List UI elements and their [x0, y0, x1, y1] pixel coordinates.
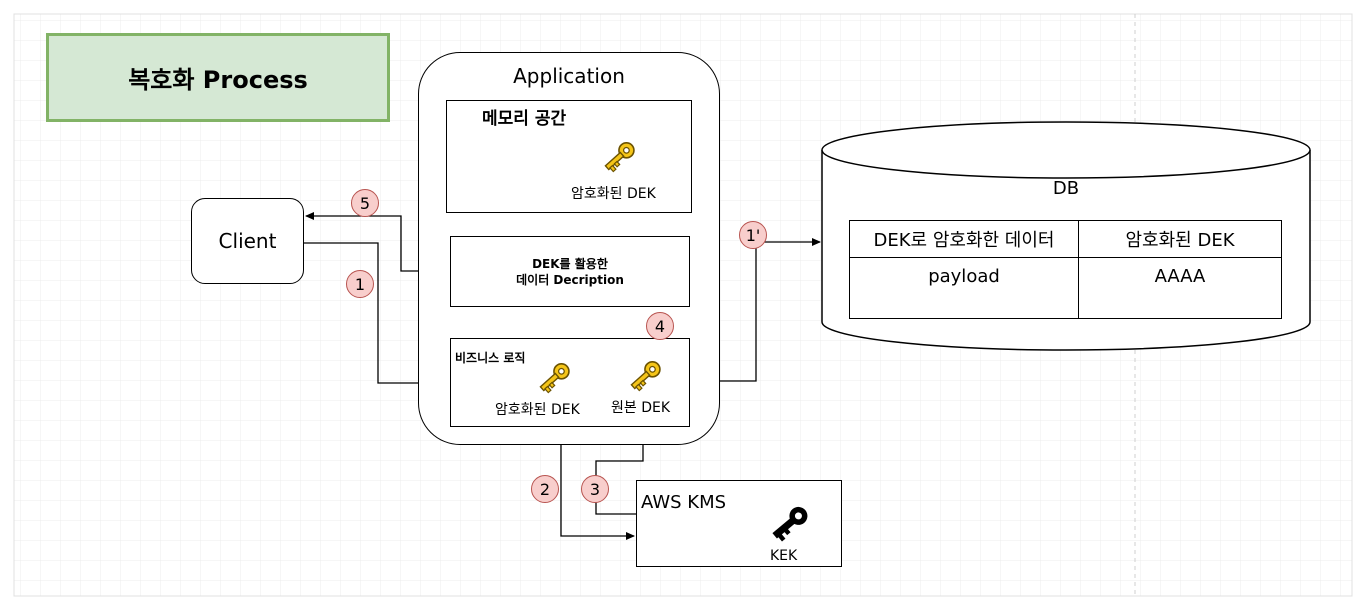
client-node: Client: [191, 198, 304, 284]
raw-dek-key-icon: [630, 361, 661, 392]
kms-title: AWS KMS: [641, 492, 727, 513]
db-title: DB: [1052, 178, 1080, 199]
memory-space-box: [446, 100, 692, 213]
arrow-step-3: [595, 412, 647, 515]
encrypted-dek-label: 암호화된 DEK: [495, 402, 580, 418]
db-table: DEK로 암호화한 데이터 암호화된 DEK payload AAAA: [849, 220, 1282, 319]
encrypted-dek-key-icon: [539, 363, 570, 394]
memory-key-icon: [604, 142, 635, 173]
business-logic-box: [450, 338, 690, 427]
kms-box: [636, 480, 842, 567]
step-badge-1: 1: [346, 270, 374, 298]
db-cell-payload: payload: [850, 258, 1079, 318]
application-title: Application: [513, 64, 625, 88]
db-cell-dek: AAAA: [1154, 266, 1206, 287]
decryption-line-2: 데이터 Decription: [516, 272, 624, 287]
step-badge-1-prime: 1': [739, 221, 767, 249]
step-badge-3: 3: [581, 475, 609, 503]
decryption-box: DEK를 활용한 데이터 Decription: [450, 236, 690, 307]
memory-space-title: 메모리 공간: [482, 109, 567, 129]
memory-key-label: 암호화된 DEK: [571, 186, 656, 202]
db-header-encrypted-dek: 암호화된 DEK: [1079, 221, 1281, 258]
kek-key-icon: [772, 506, 808, 542]
step-badge-2: 2: [531, 475, 559, 503]
step-badge-4: 4: [646, 312, 674, 340]
kek-label: KEK: [770, 548, 798, 564]
db-header-data: DEK로 암호화한 데이터: [850, 221, 1079, 258]
decryption-line-1: DEK를 활용한: [532, 256, 608, 271]
arrow-step-1: [304, 242, 449, 387]
step-badge-5: 5: [351, 189, 379, 217]
arrow-step-1-prime: [690, 238, 821, 382]
raw-dek-label: 원본 DEK: [611, 400, 671, 416]
business-logic-title: 비즈니스 로직: [455, 351, 526, 365]
diagram-title: 복호화 Process: [46, 33, 390, 122]
